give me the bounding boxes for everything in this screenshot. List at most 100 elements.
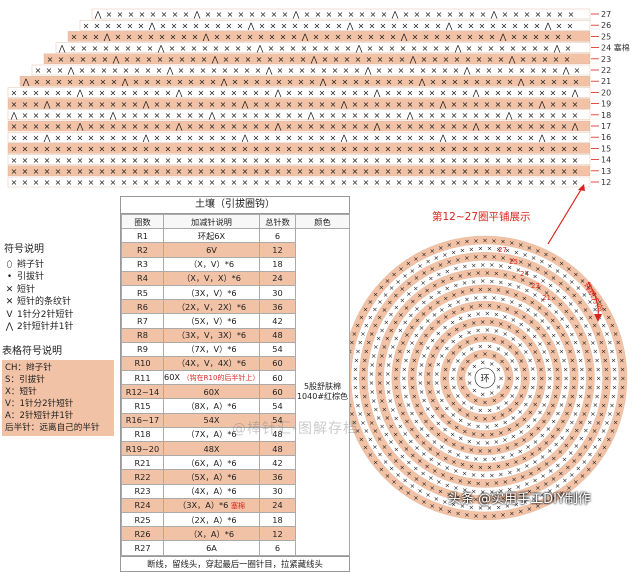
round-cell: R19~20 (121, 440, 164, 457)
stitch-mark: × (537, 340, 542, 348)
stitch-mark: × (462, 178, 469, 187)
stitch-mark: × (489, 488, 494, 496)
stitch-mark: × (551, 331, 556, 339)
round-label: 24 (520, 270, 529, 278)
stitch-mark: × (187, 122, 194, 131)
stitch-mark: × (491, 335, 496, 343)
stitch-mark: × (438, 244, 443, 252)
increase-icon: V (6, 309, 13, 320)
stitch-mark: × (378, 388, 383, 396)
stitch-mark: × (66, 100, 73, 109)
table-legend-item: A：2针短针并1针 (5, 411, 74, 421)
stitch-mark: × (253, 111, 260, 120)
stitch-mark: × (11, 167, 18, 176)
stitch-mark: × (369, 370, 374, 378)
stitch-mark: × (473, 352, 478, 360)
legend-item-label: 辫子针 (17, 259, 45, 270)
stitch-mark: × (507, 264, 512, 272)
stitch-mark: × (462, 145, 469, 154)
stitch-mark: × (455, 256, 460, 264)
stitch-mark: × (88, 100, 95, 109)
stitch-mark: × (406, 348, 411, 356)
stitch-mark: × (578, 418, 583, 426)
stitch-mark: × (166, 77, 173, 86)
stitch-mark: × (105, 21, 112, 30)
stitch-mark: × (541, 401, 546, 409)
stitch-mark: × (440, 412, 445, 420)
stitch-mark: × (440, 145, 447, 154)
stitch-mark: × (432, 467, 437, 475)
stitch-mark: × (482, 496, 487, 504)
stitch-mark: × (395, 278, 400, 286)
stitch-mark: × (553, 308, 558, 316)
stitch-mark: ⋀ (373, 122, 381, 131)
stitch-mark: × (357, 33, 364, 42)
stitch-mark: × (586, 356, 591, 364)
stitch-mark: × (379, 326, 384, 334)
stitch-mark: × (528, 340, 533, 348)
stitch-mark: × (587, 330, 592, 338)
stitch-mark: × (83, 21, 90, 30)
stitch-mark: × (469, 245, 474, 253)
stitch-mark: × (435, 21, 442, 30)
stitch-mark: × (334, 44, 341, 53)
stitch-mark: × (441, 77, 448, 86)
stitch-mark: × (529, 299, 534, 307)
stitch-mark: × (390, 33, 397, 42)
stitch-mark: × (563, 365, 568, 373)
stitch-mark: × (385, 370, 390, 378)
stitch-mark: × (429, 265, 434, 273)
stitch-mark: × (421, 498, 426, 506)
stitch-mark: × (352, 419, 357, 427)
stitch-mark: × (134, 66, 141, 75)
stitch-mark: × (484, 133, 491, 142)
stitch-mark: × (407, 167, 414, 176)
stitch-mark: ⋀ (109, 111, 117, 120)
stitch-mark: × (271, 10, 278, 19)
stitch-mark: × (373, 322, 378, 330)
stitch-mark: × (209, 89, 216, 98)
round-label: 21 (542, 294, 551, 302)
stitch-mark: × (238, 10, 245, 19)
legend-item: ⬯辫子针 (4, 259, 114, 272)
stitch-mark: × (397, 401, 402, 409)
stitch-mark: × (280, 33, 287, 42)
stitch-mark: × (613, 419, 618, 427)
stitch-mark: × (264, 167, 271, 176)
stitch-mark: × (297, 133, 304, 142)
stitch-mark: × (524, 10, 531, 19)
stitch-mark: × (312, 44, 319, 53)
stitch-mark: × (330, 167, 337, 176)
stitch-mark: × (132, 122, 139, 131)
round-cell: R10 (121, 355, 164, 372)
stitch-mark: × (133, 77, 140, 86)
stitch-mark: × (500, 295, 505, 303)
stitch-mark: × (489, 277, 494, 285)
stitch-mark: × (489, 33, 496, 42)
stitch-mark: × (55, 133, 62, 142)
stitch-mark: × (469, 446, 474, 454)
stitch-mark: × (451, 291, 456, 299)
stitch-mark: × (442, 426, 447, 434)
stitch-mark: × (209, 133, 216, 142)
stitch-mark: × (361, 374, 366, 382)
stitch-mark: × (467, 370, 472, 378)
stitch-mark: × (517, 408, 522, 416)
stitch-mark: × (121, 178, 128, 187)
stitch-mark: × (460, 384, 465, 392)
stitch-mark: × (440, 471, 445, 479)
instruction-cell: （5X，A）*6 (163, 469, 260, 485)
stitch-mark: ⋀ (391, 10, 399, 19)
stitch-mark: × (377, 55, 384, 64)
stitch-mark: × (354, 356, 359, 364)
stitch-mark: × (491, 237, 496, 245)
stitch-mark: × (413, 255, 418, 263)
stitch-mark: × (426, 370, 431, 378)
stitch-mark: × (522, 455, 527, 463)
stitch-mark: × (551, 494, 556, 502)
stitch-mark: × (242, 167, 249, 176)
stitch-mark: × (521, 313, 526, 321)
stitch-mark: ⋀ (571, 122, 579, 131)
stitch-mark: × (496, 345, 501, 353)
stitch-mark: × (385, 89, 392, 98)
